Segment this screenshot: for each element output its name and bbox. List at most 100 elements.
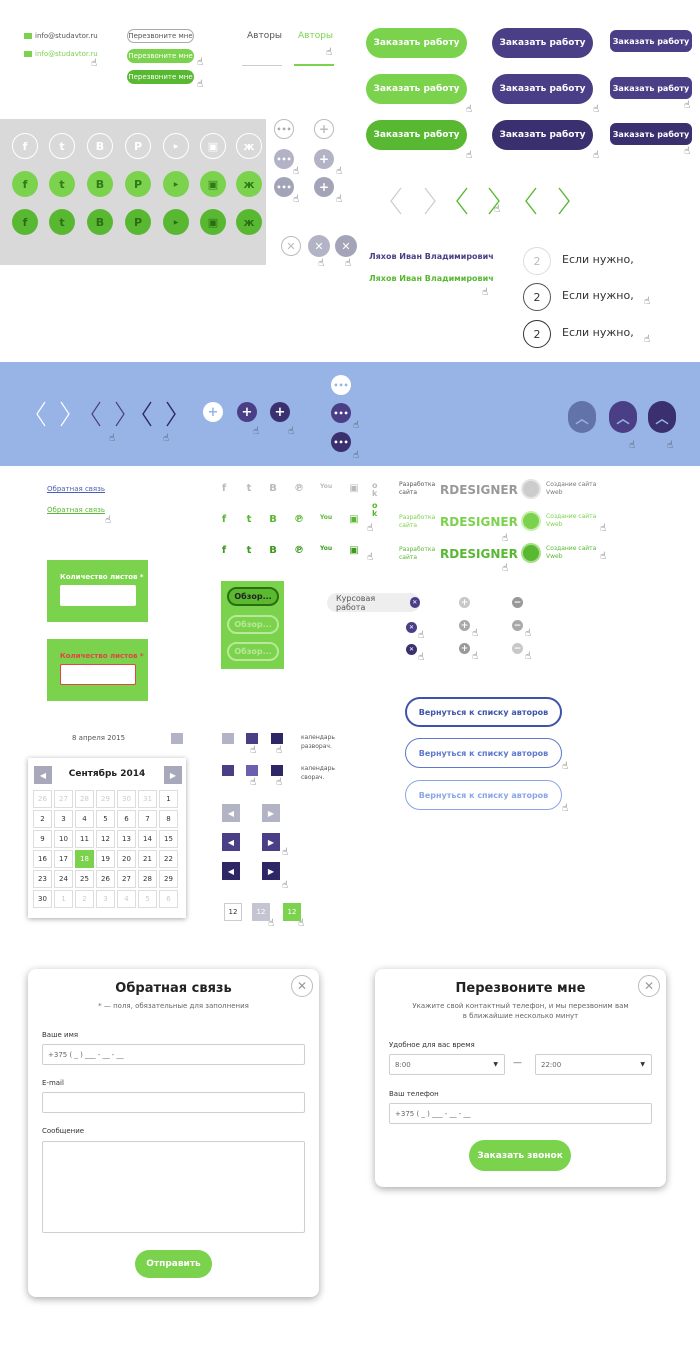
tab-authors[interactable]: Авторы <box>247 31 283 41</box>
order-button-purple[interactable]: Заказать работу <box>492 28 593 58</box>
calendar-day[interactable]: 20 <box>117 850 136 868</box>
page-number-hover[interactable]: 12 <box>252 903 270 921</box>
callback-button-green-dark[interactable]: Перезвоните мне <box>127 70 194 84</box>
email-link-hover[interactable]: info@studavtor.ru <box>24 50 98 58</box>
order-button-green-hover[interactable]: Заказать работу <box>366 74 467 104</box>
twitter-icon[interactable]: t <box>246 483 252 494</box>
prev-button[interactable]: ◀ <box>222 862 240 880</box>
more-button-gray[interactable]: ••• <box>274 149 294 169</box>
twitter-icon[interactable]: t <box>246 545 252 556</box>
calendar-day[interactable]: 22 <box>159 850 178 868</box>
plus-icon[interactable]: + <box>459 620 470 631</box>
calendar-day[interactable]: 28 <box>75 790 94 808</box>
browse-button-disabled[interactable]: Обзор... <box>227 642 279 661</box>
calendar-day[interactable]: 18 <box>75 850 94 868</box>
dev-brand[interactable]: RDESIGNER <box>440 515 518 529</box>
calendar-day[interactable]: 26 <box>33 790 52 808</box>
order-button-green[interactable]: Заказать работу <box>366 28 467 58</box>
more-button-white[interactable]: ••• <box>331 375 351 395</box>
calendar-day[interactable]: 3 <box>54 810 73 828</box>
calendar-day[interactable]: 3 <box>96 890 115 908</box>
calendar-day[interactable]: 29 <box>96 790 115 808</box>
feedback-link-hover[interactable]: Обратная связь <box>47 506 105 514</box>
calendar-day[interactable]: 21 <box>138 850 157 868</box>
return-authors-button-hover[interactable]: Вернуться к списку авторов <box>405 738 562 768</box>
chevron-right-icon[interactable] <box>488 187 500 215</box>
chevron-right-icon[interactable] <box>166 401 176 427</box>
pinterest-icon[interactable]: ℗ <box>294 545 304 556</box>
close-button[interactable]: ✕ <box>638 975 660 997</box>
page-number[interactable]: 12 <box>224 903 242 921</box>
calendar-day[interactable]: 6 <box>117 810 136 828</box>
calendar-icon[interactable] <box>171 733 183 744</box>
facebook-icon[interactable]: f <box>221 545 227 556</box>
time-to-select[interactable]: 22:00 ▼ <box>535 1054 652 1075</box>
chevron-right-icon[interactable] <box>424 187 436 215</box>
plus-button-gray[interactable]: + <box>314 149 334 169</box>
sheets-input-error[interactable] <box>60 664 136 685</box>
callback-button-outline[interactable]: Перезвоните мне <box>127 29 194 43</box>
calendar-day[interactable]: 9 <box>33 830 52 848</box>
calendar-day[interactable]: 23 <box>33 870 52 888</box>
odnoklassniki-icon[interactable]: ж <box>236 209 262 235</box>
facebook-icon[interactable]: f <box>12 209 38 235</box>
vk-icon[interactable]: B <box>269 514 277 525</box>
calendar-day[interactable]: 31 <box>138 790 157 808</box>
calendar-day[interactable]: 1 <box>54 890 73 908</box>
instagram-icon[interactable]: ▣ <box>349 514 359 525</box>
feedback-link[interactable]: Обратная связь <box>47 485 105 493</box>
more-button-purple-dark[interactable]: ••• <box>331 432 351 452</box>
chevron-left-icon[interactable] <box>456 187 468 215</box>
calendar-day[interactable]: 8 <box>159 810 178 828</box>
calendar-day[interactable]: 14 <box>138 830 157 848</box>
scroll-up-button-active[interactable]: ︿ <box>648 401 676 433</box>
vweb-logo-icon[interactable] <box>521 511 541 531</box>
order-button-green-active[interactable]: Заказать работу <box>366 120 467 150</box>
callback-button-green[interactable]: Перезвоните мне <box>127 49 194 63</box>
next-button[interactable]: ▶ <box>262 833 280 851</box>
chevron-right-icon[interactable] <box>115 401 125 427</box>
tab-authors-active[interactable]: Авторы <box>298 31 334 41</box>
youtube-icon[interactable]: ▶ <box>163 171 189 197</box>
facebook-icon[interactable]: f <box>12 171 38 197</box>
sheets-input[interactable] <box>60 585 136 606</box>
email-link[interactable]: info@studavtor.ru <box>24 32 98 40</box>
dev-brand[interactable]: RDESIGNER <box>440 483 518 497</box>
twitter-icon[interactable]: t <box>49 133 75 159</box>
calendar-icon[interactable] <box>271 765 283 776</box>
youtube-icon[interactable]: You <box>320 514 333 521</box>
chevron-left-icon[interactable] <box>36 401 46 427</box>
calendar-day[interactable]: 2 <box>75 890 94 908</box>
next-month-button[interactable]: ▶ <box>164 766 182 784</box>
order-button-purple-hover[interactable]: Заказать работу <box>492 74 593 104</box>
calendar-icon[interactable] <box>246 733 258 744</box>
page-number-active[interactable]: 12 <box>283 903 301 921</box>
calendar-day[interactable]: 13 <box>117 830 136 848</box>
instagram-icon[interactable]: ▣ <box>349 545 359 556</box>
plus-button-white[interactable]: + <box>203 402 223 422</box>
calendar-day[interactable]: 17 <box>54 850 73 868</box>
vweb-logo-icon[interactable] <box>521 543 541 563</box>
calendar-day[interactable]: 11 <box>75 830 94 848</box>
minus-icon[interactable]: − <box>512 620 523 631</box>
calendar-day[interactable]: 6 <box>159 890 178 908</box>
browse-button-active[interactable]: Обзор... <box>227 587 279 606</box>
email-input[interactable] <box>42 1092 305 1113</box>
person-name-link[interactable]: Ляхов Иван Владимирович <box>369 252 494 261</box>
calendar-day[interactable]: 27 <box>117 870 136 888</box>
vk-icon[interactable]: B <box>269 545 277 556</box>
calendar-day[interactable]: 29 <box>159 870 178 888</box>
minus-icon[interactable]: − <box>512 597 523 608</box>
calendar-icon[interactable] <box>222 765 234 776</box>
phone-input[interactable]: +375 ( _ ) ___ - __ - __ <box>389 1103 652 1124</box>
calendar-day[interactable]: 19 <box>96 850 115 868</box>
prev-month-button[interactable]: ◀ <box>34 766 52 784</box>
vk-icon[interactable]: B <box>87 171 113 197</box>
vk-icon[interactable]: B <box>87 133 113 159</box>
submit-button[interactable]: Отправить <box>135 1250 212 1278</box>
order-button-purple-small[interactable]: Заказать работу <box>610 30 692 52</box>
youtube-icon[interactable]: ▶ <box>163 209 189 235</box>
chevron-right-icon[interactable] <box>558 187 570 215</box>
instagram-icon[interactable]: ▣ <box>200 133 226 159</box>
